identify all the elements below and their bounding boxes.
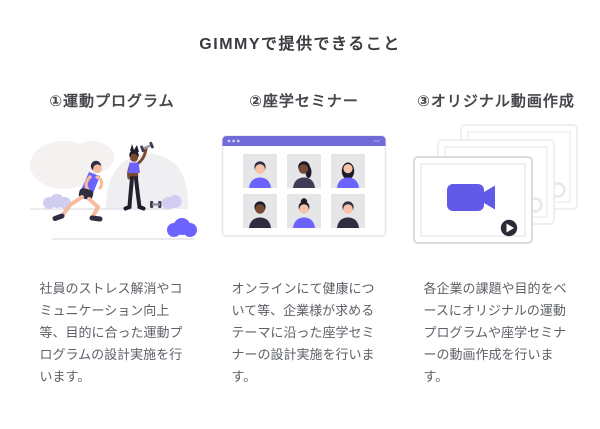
participant-avatar — [243, 193, 277, 228]
video-creation-illustration — [411, 117, 581, 252]
column-heading: ③オリジナル動画作成 — [417, 93, 575, 110]
background-mound — [106, 153, 189, 209]
dumbbell-icon — [140, 141, 154, 153]
online-seminar-illustration — [221, 117, 387, 252]
column-exercise-program: ①運動プログラム — [26, 90, 198, 388]
window-bar-detail — [373, 139, 380, 142]
window-controls-icon — [227, 139, 240, 142]
column-heading: ①運動プログラム — [49, 93, 175, 110]
exercise-scene-graphic — [30, 141, 197, 240]
play-button-icon — [500, 219, 518, 236]
participant-avatar — [243, 153, 277, 188]
column-online-seminar: ②座学セミナー — [218, 90, 390, 388]
exercise-program-illustration — [22, 117, 202, 252]
bush-icon — [43, 194, 182, 209]
dumbbell-icon — [150, 201, 162, 208]
column-heading: ②座学セミナー — [249, 93, 359, 110]
page-title: GIMMYで提供できること — [199, 36, 401, 53]
bush-icon — [167, 218, 197, 237]
cloud-shape — [70, 141, 114, 173]
stacked-video-cards-graphic — [413, 123, 578, 244]
video-call-window-graphic — [221, 134, 387, 237]
feature-columns: ①運動プログラム — [0, 90, 600, 388]
dumbbell-lifter-figure — [123, 141, 154, 211]
window-title-bar — [222, 135, 386, 146]
participant-avatar — [287, 193, 321, 228]
video-camera-icon — [447, 183, 495, 211]
participant-avatar — [331, 193, 365, 228]
runner-figure — [52, 160, 104, 222]
column-description: 社員のストレス解消やコミュニケーション向上等、目的に合った運動プログラムの設計実… — [39, 281, 183, 384]
participant-avatar — [331, 153, 365, 188]
column-video-creation: ③オリジナル動画作成 — [410, 90, 582, 388]
column-description: 各企業の課題や目的をベースにオリジナルの運動プログラムや座学セミナーの動画作成を… — [423, 281, 567, 384]
video-card-front — [413, 155, 533, 244]
participant-avatar — [287, 153, 321, 188]
column-description: オンラインにて健康について等、企業様が求めるテーマに沿った座学セミナーの設計実施… — [231, 281, 375, 384]
